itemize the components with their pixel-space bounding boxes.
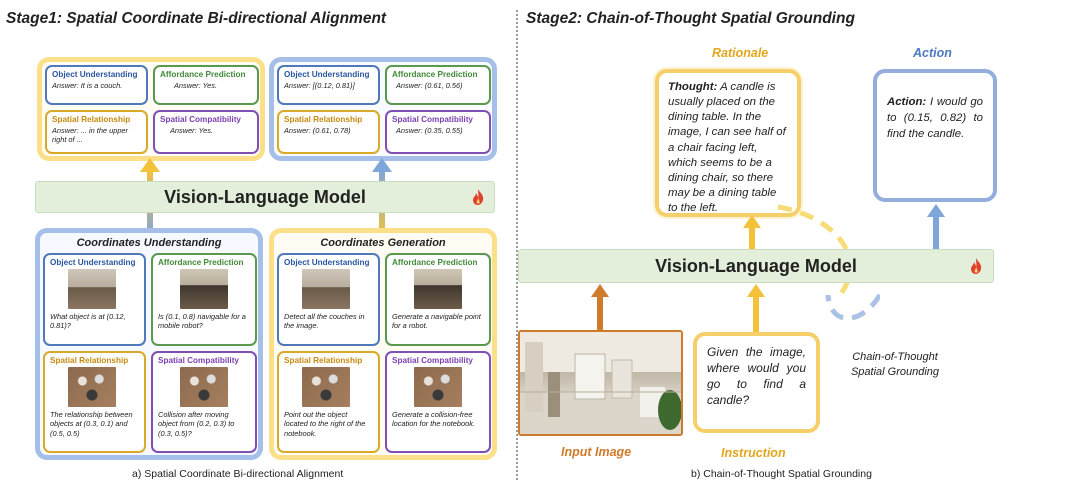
question-card-spatial-relationship: Spatial Relationship Point out the objec… bbox=[277, 351, 380, 453]
card-title: Spatial Relationship bbox=[284, 115, 363, 124]
instruction-bubble: Given the image, where would you go to f… bbox=[693, 332, 820, 433]
question-card-spatial-compatibility: Spatial Compatibility Collision after mo… bbox=[151, 351, 257, 453]
scene-thumbnail bbox=[180, 367, 228, 407]
answer-card-spatial-compatibility: Spatial Compatibility Answer: Yes. bbox=[153, 110, 259, 154]
input-image bbox=[518, 330, 683, 436]
card-title: Spatial Compatibility bbox=[392, 115, 473, 124]
stage-divider bbox=[516, 10, 518, 480]
caption-b: b) Chain-of-Thought Spatial Grounding bbox=[691, 468, 872, 480]
scene-thumbnail bbox=[68, 367, 116, 407]
cot-label-line1: Chain-of-Thought bbox=[852, 351, 938, 363]
answer-card-spatial-relationship: Spatial Relationship Answer: (0.61, 0.78… bbox=[277, 110, 380, 154]
card-question: Collision after moving object from (0.2,… bbox=[158, 410, 235, 438]
flame-icon bbox=[473, 189, 484, 205]
card-title: Spatial Compatibility bbox=[392, 356, 473, 365]
card-question: Generate a collision-free location for t… bbox=[392, 410, 475, 429]
vision-language-model-bar-2: Vision-Language Model bbox=[518, 249, 994, 283]
answer-group-generation: Object Understanding Answer: [(0.12, 0.8… bbox=[269, 57, 497, 161]
card-title: Spatial Compatibility bbox=[160, 115, 241, 124]
scene-thumbnail bbox=[414, 367, 462, 407]
vision-language-model-bar: Vision-Language Model bbox=[35, 181, 495, 213]
vlm-label: Vision-Language Model bbox=[164, 186, 366, 207]
arrow-up-icon bbox=[927, 204, 945, 250]
vlm-label: Vision-Language Model bbox=[655, 255, 857, 276]
card-answer: Answer: Yes. bbox=[170, 126, 213, 135]
question-card-affordance-prediction: Affordance Prediction Is (0.1, 0.8) navi… bbox=[151, 253, 257, 346]
cot-label-line2: Spatial Grounding bbox=[850, 366, 940, 379]
card-title: Affordance Prediction bbox=[160, 70, 246, 79]
scene-thumbnail bbox=[68, 269, 116, 309]
scene-thumbnail bbox=[414, 269, 462, 309]
answer-card-affordance-prediction: Affordance Prediction Answer: Yes. bbox=[153, 65, 259, 105]
answer-group-understanding: Object Understanding Answer: It is a cou… bbox=[37, 57, 265, 161]
rationale-bubble: Thought: A candle is usually placed on t… bbox=[655, 69, 801, 217]
scene-thumbnail bbox=[302, 269, 350, 309]
card-title: Spatial Compatibility bbox=[158, 356, 239, 365]
stage1-title: Stage1: Spatial Coordinate Bi-directiona… bbox=[6, 10, 387, 27]
card-question: Point out the object located to the righ… bbox=[284, 410, 366, 438]
question-card-spatial-relationship: Spatial Relationship The relationship be… bbox=[43, 351, 146, 453]
card-title: Object Understanding bbox=[284, 70, 370, 79]
stage2-title: Stage2: Chain-of-Thought Spatial Groundi… bbox=[526, 10, 855, 27]
caption-a: a) Spatial Coordinate Bi-directional Ali… bbox=[132, 468, 344, 480]
coordinates-generation-group: Coordinates Generation Object Understand… bbox=[269, 228, 497, 460]
answer-card-object-understanding: Object Understanding Answer: [(0.12, 0.8… bbox=[277, 65, 380, 105]
card-question: Is (0.1, 0.8) navigable for a mobile rob… bbox=[158, 312, 246, 331]
group-heading: Coordinates Understanding bbox=[76, 237, 222, 249]
thought-prefix: Thought: bbox=[668, 81, 718, 93]
coordinates-understanding-group: Coordinates Understanding Object Underst… bbox=[35, 228, 263, 460]
arrow-up-icon bbox=[747, 284, 765, 334]
card-title: Object Understanding bbox=[50, 258, 136, 267]
group-heading: Coordinates Generation bbox=[320, 237, 446, 249]
card-title: Object Understanding bbox=[284, 258, 370, 267]
card-title: Affordance Prediction bbox=[392, 258, 478, 267]
question-card-object-understanding: Object Understanding What object is at (… bbox=[43, 253, 146, 346]
question-card-object-understanding: Object Understanding Detect all the couc… bbox=[277, 253, 380, 346]
card-title: Object Understanding bbox=[52, 70, 138, 79]
arrow-up-icon bbox=[591, 284, 609, 332]
question-card-spatial-compatibility: Spatial Compatibility Generate a collisi… bbox=[385, 351, 491, 453]
card-answer: Answer: ... in the upper right of ... bbox=[52, 126, 128, 145]
card-question: Generate a navigable point for a robot. bbox=[392, 312, 481, 331]
card-title: Spatial Relationship bbox=[50, 356, 129, 365]
card-answer: Answer: (0.61, 0.78) bbox=[284, 126, 351, 135]
card-answer: Answer: (0.35, 0.55) bbox=[396, 126, 463, 135]
answer-card-spatial-compatibility: Spatial Compatibility Answer: (0.35, 0.5… bbox=[385, 110, 491, 154]
card-question: What object is at (0.12, 0.81)? bbox=[50, 312, 126, 331]
card-title: Spatial Relationship bbox=[52, 115, 131, 124]
answer-card-spatial-relationship: Spatial Relationship Answer: ... in the … bbox=[45, 110, 148, 154]
rationale-label: Rationale bbox=[712, 46, 769, 60]
answer-card-object-understanding: Object Understanding Answer: It is a cou… bbox=[45, 65, 148, 105]
arrow-up-icon bbox=[743, 215, 761, 251]
thought-text: A candle is usually placed on the dining… bbox=[668, 81, 786, 215]
card-title: Affordance Prediction bbox=[392, 70, 478, 79]
instruction-text: Given the image, where would you go to f… bbox=[707, 345, 806, 407]
action-prefix: Action: bbox=[887, 96, 927, 108]
card-title: Affordance Prediction bbox=[158, 258, 244, 267]
question-card-affordance-prediction: Affordance Prediction Generate a navigab… bbox=[385, 253, 491, 346]
card-title: Spatial Relationship bbox=[284, 356, 363, 365]
action-bubble: Action: I would go to (0.15, 0.82) to fi… bbox=[873, 69, 997, 202]
scene-thumbnail bbox=[180, 269, 228, 309]
card-question: The relationship between objects at (0.3… bbox=[50, 410, 133, 438]
card-answer: Answer: It is a couch. bbox=[52, 81, 123, 90]
input-image-label: Input Image bbox=[561, 445, 632, 459]
card-answer: Answer: (0.61, 0.56) bbox=[396, 81, 463, 90]
scene-thumbnail bbox=[302, 367, 350, 407]
action-label: Action bbox=[913, 46, 952, 60]
card-question: Detect all the couches in the image. bbox=[284, 312, 365, 331]
flame-icon bbox=[971, 258, 982, 274]
answer-card-affordance-prediction: Affordance Prediction Answer: (0.61, 0.5… bbox=[385, 65, 491, 105]
instruction-label: Instruction bbox=[721, 446, 786, 460]
card-answer: Answer: Yes. bbox=[174, 81, 217, 90]
card-answer: Answer: [(0.12, 0.81)] bbox=[284, 81, 355, 90]
action-text: I would go to (0.15, 0.82) to find the c… bbox=[887, 96, 983, 140]
cot-label: Chain-of-Thought Spatial Grounding bbox=[845, 350, 945, 381]
